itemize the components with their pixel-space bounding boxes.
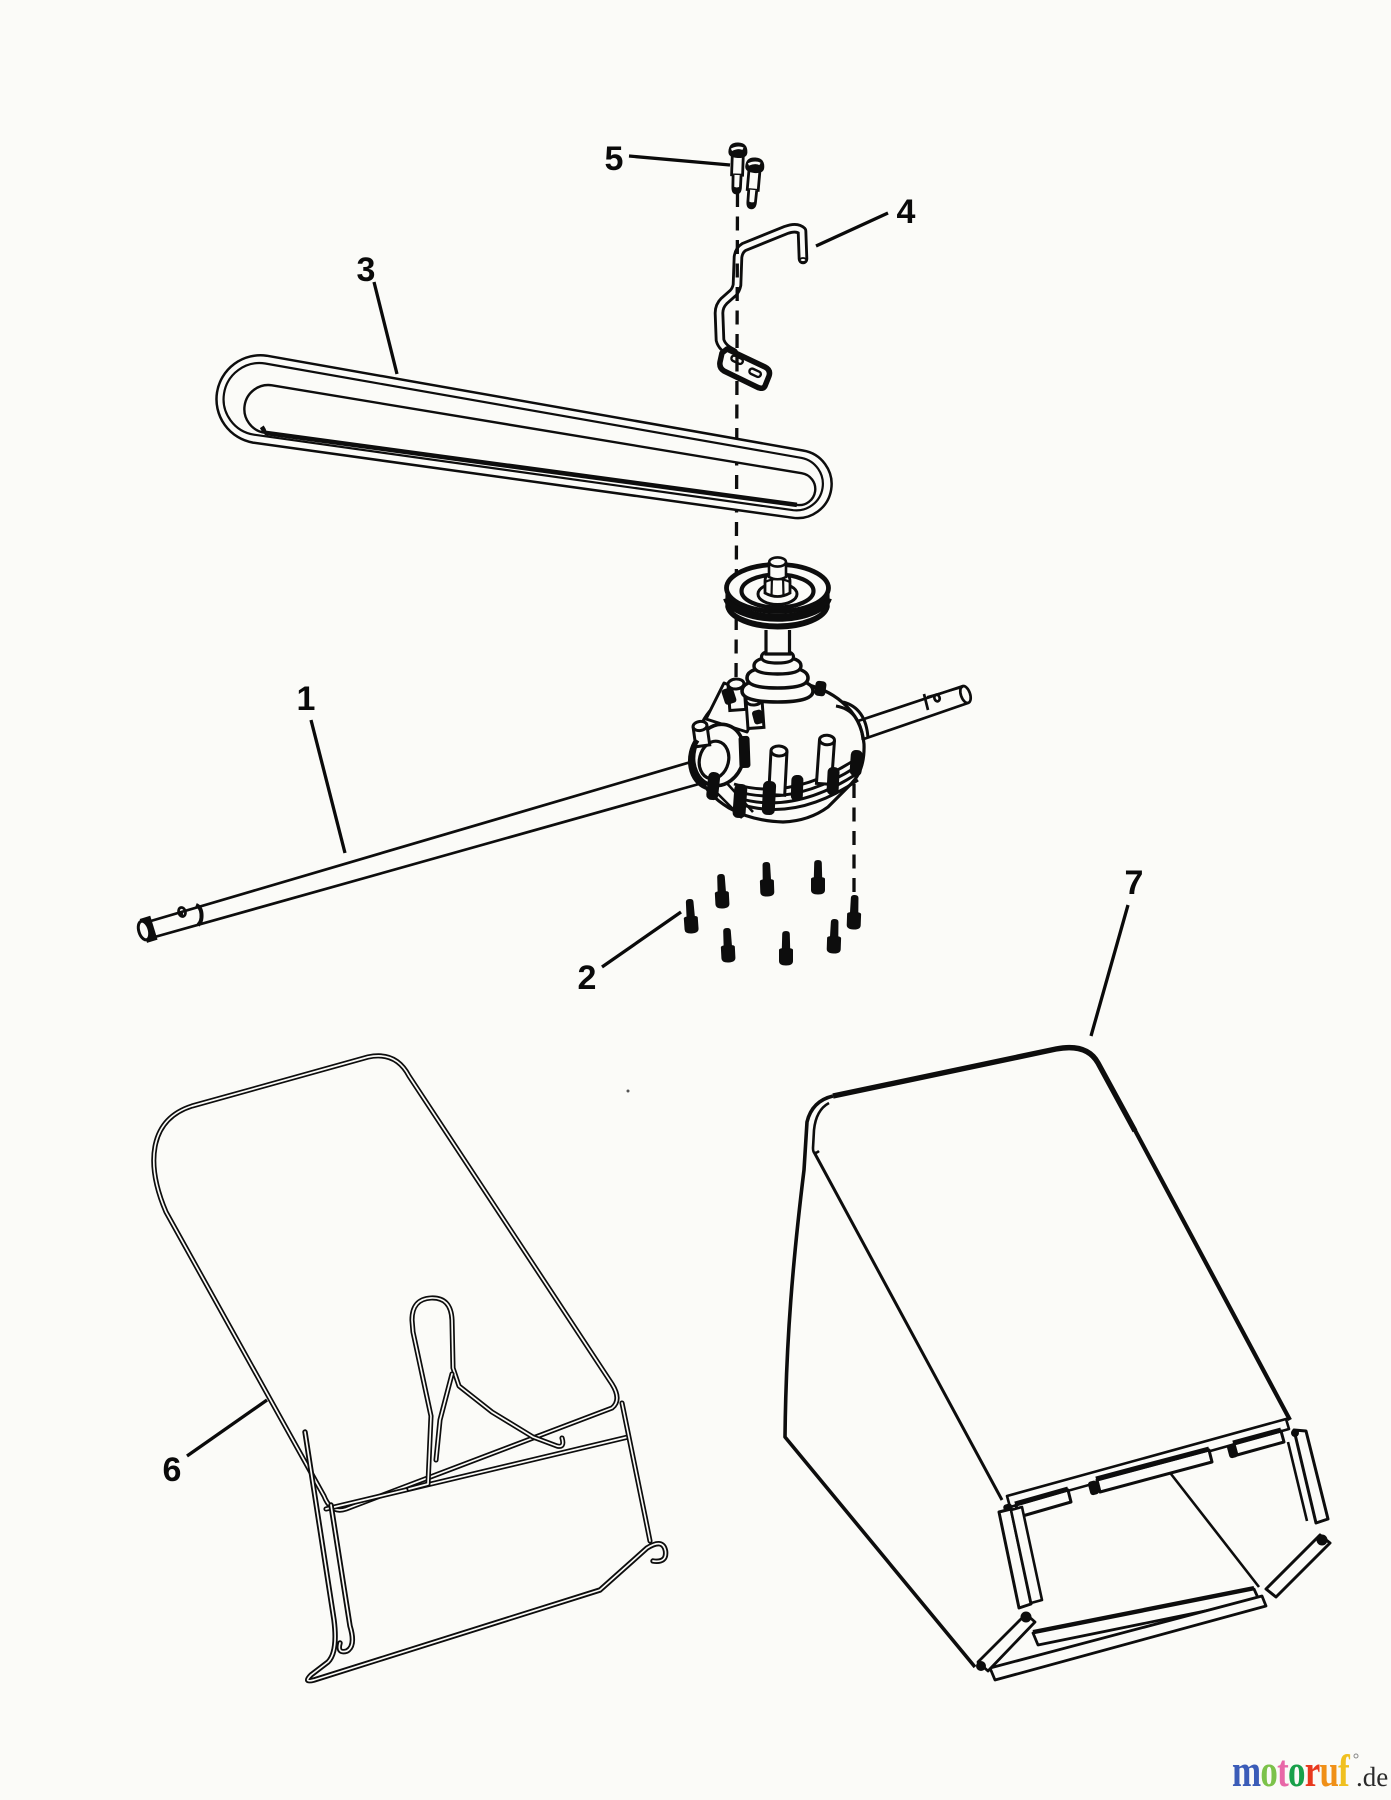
svg-text:5: 5 (605, 140, 624, 178)
svg-text:2: 2 (578, 959, 597, 997)
svg-text:.de: .de (1356, 1762, 1388, 1792)
svg-text:3: 3 (357, 251, 376, 289)
svg-text:motoruf: motoruf (1232, 1745, 1350, 1796)
svg-text:7: 7 (1125, 864, 1144, 902)
svg-text:6: 6 (163, 1451, 182, 1489)
svg-text:4: 4 (897, 193, 916, 231)
svg-text:1: 1 (297, 680, 316, 718)
